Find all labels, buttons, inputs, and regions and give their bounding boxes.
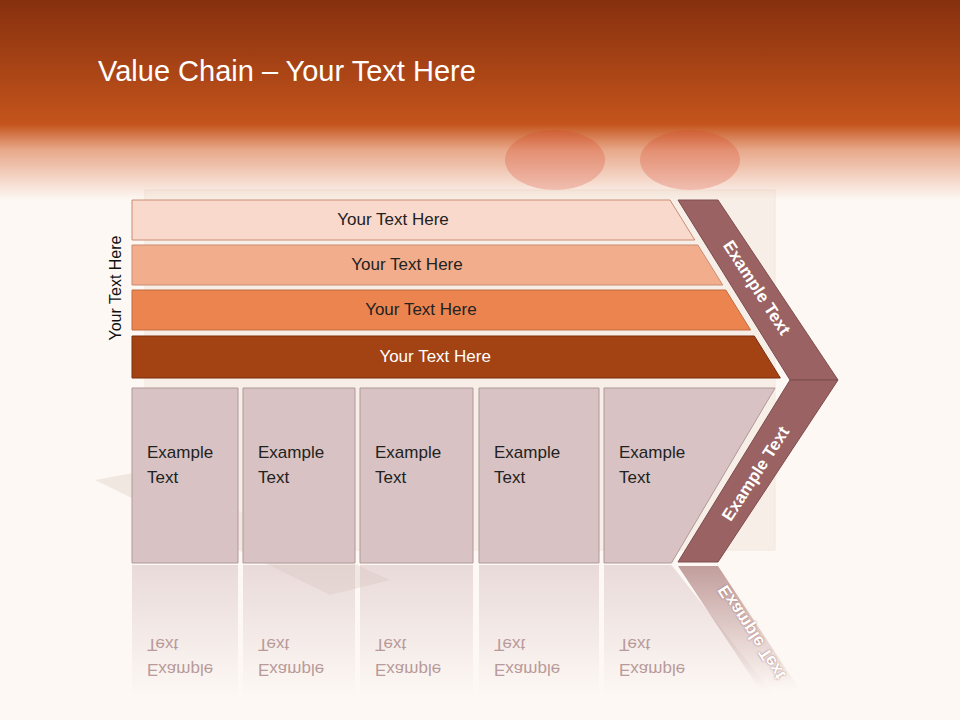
shape-fill xyxy=(132,245,723,285)
support-band: Your Text Here xyxy=(132,290,751,330)
box-reflection xyxy=(243,565,355,696)
node-text: Example Text xyxy=(494,440,590,490)
box-reflection xyxy=(479,565,599,696)
chevron-arm: Example Text xyxy=(678,380,838,563)
text-reflection: Example Text xyxy=(714,581,790,683)
node-text: Your Text Here xyxy=(132,336,738,378)
axis-label: Your Text Here xyxy=(107,236,125,341)
node-text: Example Text xyxy=(147,440,229,490)
text-reflection: Example Text xyxy=(147,632,233,682)
node-text: Your Text Here xyxy=(132,290,710,330)
shape-fill xyxy=(132,290,751,330)
node-text: Example Text xyxy=(375,440,464,490)
shape-fill xyxy=(360,388,473,563)
text-reflection: Example Text xyxy=(494,632,594,682)
shape-fill xyxy=(132,200,695,240)
activity-box: Example Text xyxy=(243,388,355,563)
chevron-arm: Example Text xyxy=(678,200,838,382)
box-reflection xyxy=(360,565,473,696)
shape-fill xyxy=(479,388,599,563)
node-text: Your Text Here xyxy=(132,245,682,285)
reflection xyxy=(132,565,800,696)
node-text: Example Text xyxy=(258,440,346,490)
shape-fill xyxy=(243,388,355,563)
box-reflection xyxy=(132,565,238,696)
support-band: Your Text Here xyxy=(132,245,723,285)
header-bar xyxy=(0,0,960,200)
support-band: Your Text Here xyxy=(132,336,780,378)
text-reflection: Example Text xyxy=(258,632,350,682)
node-text: Your Text Here xyxy=(132,200,654,240)
support-band: Your Text Here xyxy=(132,200,695,240)
shape-fill xyxy=(132,388,238,563)
activity-box: Example Text xyxy=(360,388,473,563)
shape-fill xyxy=(678,200,838,380)
text-reflection: Example Text xyxy=(375,632,468,682)
activity-box: Example Text xyxy=(479,388,599,563)
node-text: Example Text xyxy=(619,440,662,490)
slide-title: Value Chain – Your Text Here xyxy=(98,55,476,88)
shape-fill xyxy=(132,336,780,378)
activity-box: Example Text xyxy=(132,388,238,563)
chevron-reflection xyxy=(678,566,800,690)
text-reflection: Example Text xyxy=(619,632,719,682)
shape-fill xyxy=(678,380,838,562)
